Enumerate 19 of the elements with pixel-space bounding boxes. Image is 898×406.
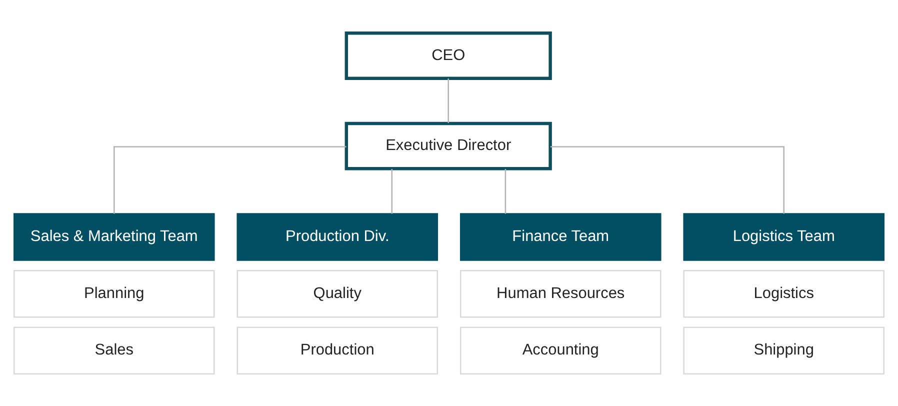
node-box: Logistics Team <box>683 212 885 260</box>
node-box: Finance Team <box>460 212 662 260</box>
node-box: Planning <box>13 269 215 318</box>
node-box: Production <box>236 326 438 374</box>
connector <box>550 146 785 214</box>
node-box: Production Div. <box>236 212 438 260</box>
node-box: Shipping <box>683 326 885 374</box>
connector <box>113 146 346 214</box>
node-box: Logistics <box>683 269 885 318</box>
node-box: CEO <box>344 31 552 80</box>
node-box: Sales <box>13 326 215 374</box>
node-box: Quality <box>236 269 438 318</box>
connector <box>391 168 393 214</box>
connector <box>448 78 449 122</box>
node-box: Executive Director <box>344 121 552 170</box>
node-box: Human Resources <box>460 269 662 318</box>
node-box: Sales & Marketing Team <box>13 212 215 260</box>
connector <box>504 168 506 214</box>
node-box: Accounting <box>460 326 662 374</box>
